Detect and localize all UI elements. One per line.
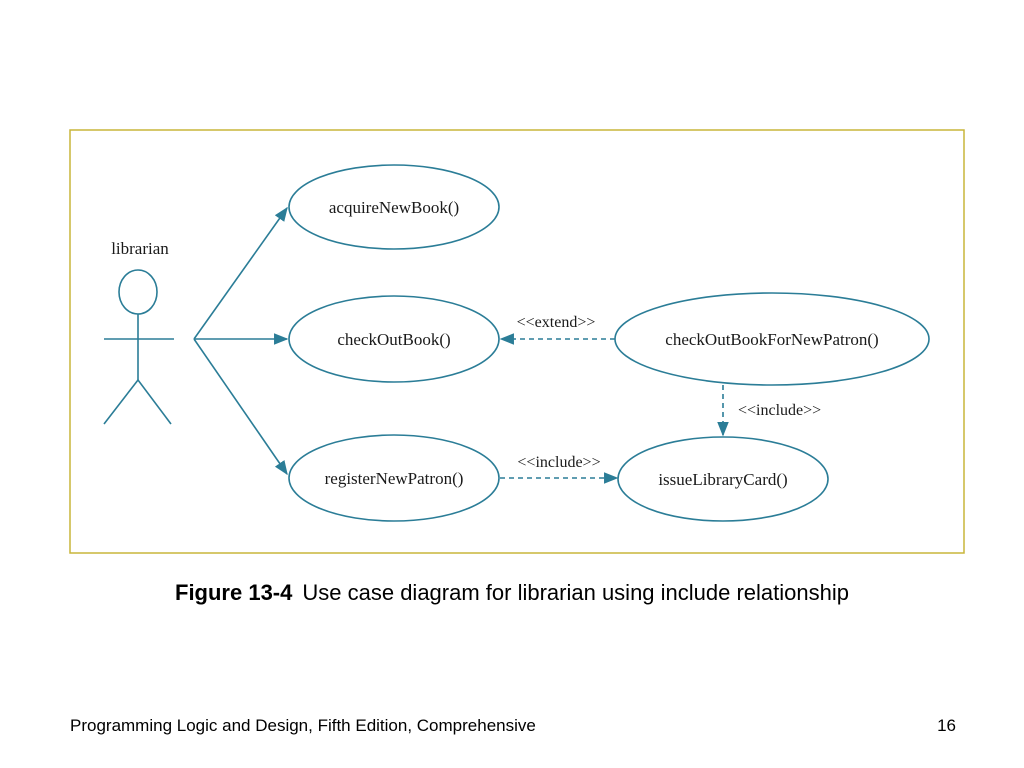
actor-label: librarian [111,239,169,258]
figure-caption: Figure 13-4 Use case diagram for libraria… [0,580,1024,606]
use-case-check-out-book-for-new-patron: checkOutBookForNewPatron() [614,292,930,386]
use-case-label: issueLibraryCard() [658,470,787,489]
figure-caption-text: Use case diagram for librarian using inc… [302,580,849,605]
extend-label: <<extend>> [517,314,596,331]
use-case-ellipse [288,164,500,250]
use-case-register-new-patron: registerNewPatron() [288,434,500,522]
figure-label: Figure 13-4 [175,580,293,605]
association-acquire [193,206,288,340]
footer-title: Programming Logic and Design, Fifth Edit… [70,716,536,735]
actor-left-leg [103,379,139,425]
use-case-label: acquireNewBook() [329,198,459,217]
use-case-label: checkOutBook() [337,330,450,349]
use-case-ellipse [288,434,500,522]
use-case-ellipse [288,295,500,383]
librarian-actor: librarian [103,239,174,425]
include-label-vertical: <<include>> [738,402,821,419]
include-label-horizontal: <<include>> [517,454,600,471]
use-case-label: checkOutBookForNewPatron() [665,330,878,349]
use-case-check-out-book: checkOutBook() [288,295,500,383]
association-register [193,338,288,476]
use-case-label: registerNewPatron() [325,469,464,488]
use-case-acquire-new-book: acquireNewBook() [288,164,500,250]
page-number: 16 [937,716,956,735]
use-case-issue-library-card: issueLibraryCard() [617,436,829,522]
actor-right-leg [137,379,172,425]
